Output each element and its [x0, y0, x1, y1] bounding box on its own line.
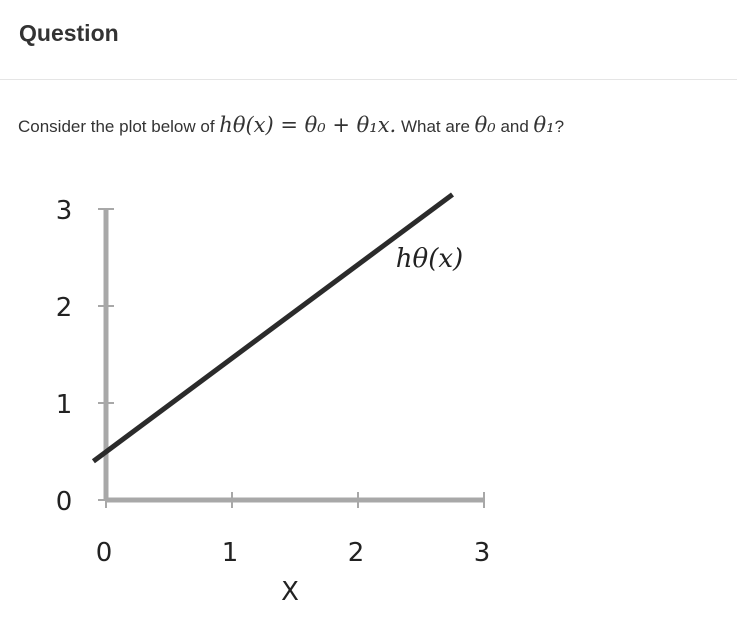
x-axis-label: X: [281, 577, 299, 607]
chart-tick-labels: 0 1 2 3 0 1 2 3: [56, 196, 491, 568]
hypothesis-plot: 0 1 2 3 0 1 2 3 X hθ(x): [56, 192, 491, 607]
x-tick-label: 3: [474, 538, 491, 568]
x-tick-label: 1: [222, 538, 239, 568]
question-header: Question: [0, 0, 737, 80]
y-tick-label: 3: [56, 196, 73, 226]
x-tick-label: 0: [96, 538, 113, 568]
page-title: Question: [19, 20, 119, 46]
y-tick-label: 2: [56, 293, 73, 323]
hypothesis-annotation: hθ(x): [396, 244, 463, 274]
question-text-middle: What are: [396, 117, 475, 136]
chart-ticks: [98, 208, 485, 508]
question-text-before: Consider the plot below of: [18, 117, 220, 136]
y-tick-label: 1: [56, 390, 73, 420]
question-text: Consider the plot below of hθ(x) = θ₀ + …: [18, 113, 564, 137]
hypothesis-line: [91, 192, 454, 464]
question-text-end: ?: [554, 117, 565, 136]
chart-series: [91, 192, 454, 464]
x-tick-label: 2: [348, 538, 365, 568]
hypothesis-formula: hθ(x) = θ₀ + θ₁x.: [219, 113, 397, 137]
y-tick-label: 0: [56, 487, 73, 517]
theta1-symbol: θ₁: [533, 113, 555, 137]
question-text-and: and: [495, 117, 534, 136]
theta0-symbol: θ₀: [474, 113, 496, 137]
